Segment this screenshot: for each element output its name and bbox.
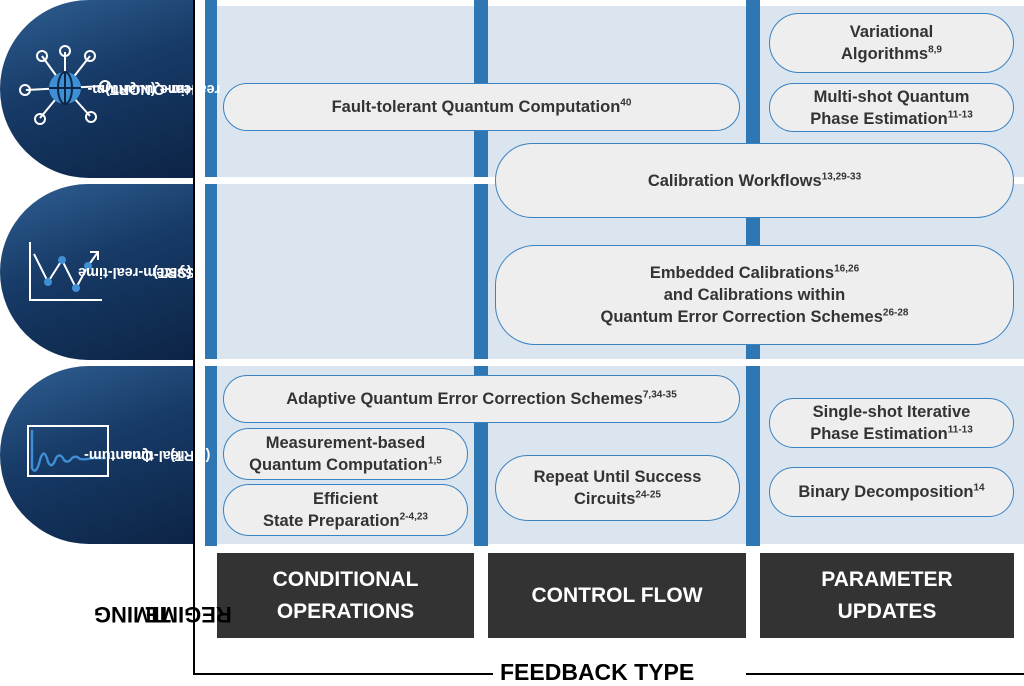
x-axis-line xyxy=(746,673,1024,675)
row-tab-qrt: Quantum-real-time(QRT) xyxy=(0,366,211,544)
row-label-qrt: Quantum-real-time(QRT) xyxy=(83,447,211,463)
row-label-srt: System-real-time(SRT) xyxy=(77,264,195,280)
row-tab-nqrt: Near-Quuantum-real-time (NQRT) xyxy=(0,0,221,178)
row-separator xyxy=(193,359,1024,366)
column-bar xyxy=(474,0,488,546)
header-control-flow: CONTROL FLOW xyxy=(488,553,746,638)
damped-oscillation-icon xyxy=(27,425,109,477)
x-axis-title: FEEDBACK TYPE xyxy=(500,659,695,685)
pill-fault-tolerant: Fault-tolerant Quantum Computation40 xyxy=(223,83,740,131)
pill-binary-decomposition: Binary Decomposition14 xyxy=(769,467,1014,517)
row-label-nqrt: Near-Quuantum-real-time (NQRT) xyxy=(87,81,221,97)
x-axis-line xyxy=(193,673,493,675)
column-bar xyxy=(205,0,217,546)
trend-chart-icon xyxy=(29,242,102,301)
row-tab-srt: System-real-time(SRT) xyxy=(0,184,195,360)
network-globe-icon xyxy=(19,45,111,125)
y-axis-line xyxy=(193,0,195,675)
pill-calibration-workflows: Calibration Workflows13,29-33 xyxy=(495,143,1014,218)
pill-adaptive-qec: Adaptive Quantum Error Correction Scheme… xyxy=(223,375,740,423)
